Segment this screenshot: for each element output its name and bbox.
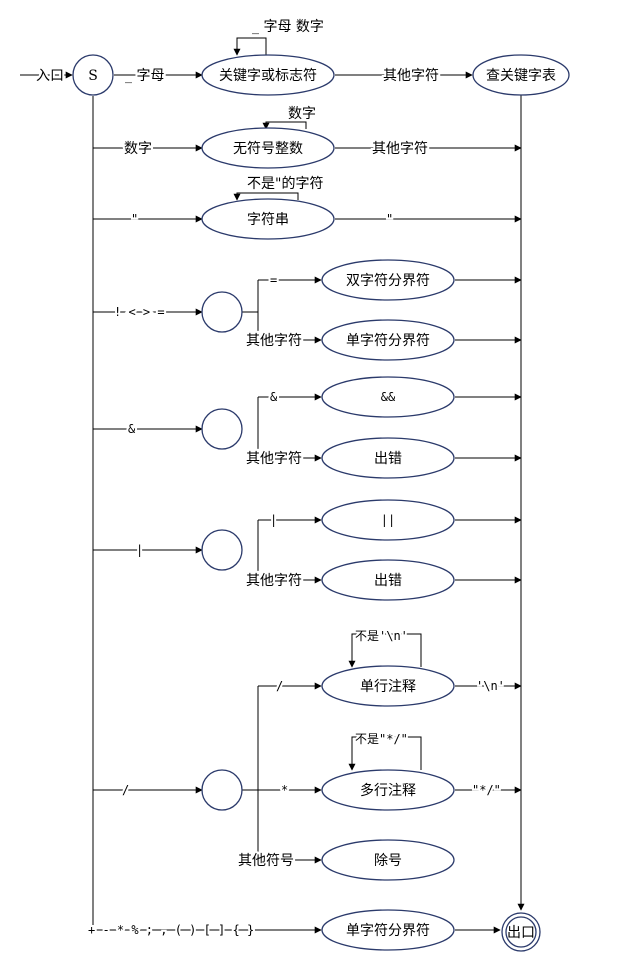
single-delim-a-node bbox=[321, 319, 455, 361]
string-node bbox=[201, 198, 335, 240]
single-delim-b-label: 单字符分界符 bbox=[346, 923, 430, 939]
edge-line-loop: 不是'\n' bbox=[355, 629, 408, 643]
line-comment-node bbox=[321, 665, 455, 707]
edge-line-end: '\n' bbox=[476, 679, 505, 693]
single-delim-a-label: 单字符分界符 bbox=[346, 333, 430, 349]
entry-label: 入口 bbox=[36, 68, 64, 84]
or-or-label: || bbox=[381, 513, 395, 527]
pipe-state-node bbox=[201, 529, 243, 571]
edge-digit-start: 数字 bbox=[124, 141, 152, 157]
edge-star: * bbox=[281, 783, 288, 797]
ident-label: 关键字或标志符 bbox=[219, 68, 317, 84]
edge-other-char-d: 其他字符 bbox=[246, 451, 302, 467]
edge-block-end: "*/" bbox=[472, 783, 501, 797]
edge-letter-start: _ 字母 bbox=[125, 68, 164, 84]
exit-label: 出口 bbox=[507, 925, 535, 941]
edge-slash-start: / bbox=[122, 783, 129, 797]
edge-quote-start: " bbox=[131, 212, 138, 226]
edge-pipe: | bbox=[270, 513, 277, 527]
string-label: 字符串 bbox=[247, 212, 289, 228]
or-or-node bbox=[321, 499, 455, 541]
block-comment-label: 多行注释 bbox=[360, 782, 416, 799]
double-delim-label: 双字符分界符 bbox=[346, 273, 430, 289]
error-b-node bbox=[321, 559, 455, 601]
exit-node-inner bbox=[505, 916, 537, 948]
edge-eq: = bbox=[270, 273, 277, 287]
double-delim-node bbox=[321, 259, 455, 301]
integer-label: 无符号整数 bbox=[233, 141, 303, 157]
slash-state-node bbox=[201, 769, 243, 811]
divide-node bbox=[321, 839, 455, 881]
divide-label: 除号 bbox=[374, 853, 402, 869]
edge-integer-loop: 数字 bbox=[288, 106, 316, 122]
single-delim-b-node bbox=[321, 909, 455, 951]
start-state-node bbox=[72, 54, 114, 96]
edge-other-char-c: 其他字符 bbox=[246, 333, 302, 349]
edge-single-chars: + - * % ; , ( ) [ ] { } bbox=[88, 923, 254, 937]
relop-state-node bbox=[201, 291, 243, 333]
wires bbox=[20, 37, 525, 934]
block-comment-node bbox=[321, 769, 455, 811]
edge-slash: / bbox=[276, 679, 283, 693]
lookup-label: 查关键字表 bbox=[486, 68, 556, 84]
edge-amp: & bbox=[270, 390, 278, 404]
edge-other-char-b: 其他字符 bbox=[372, 141, 428, 157]
edge-other-char-e: 其他字符 bbox=[246, 573, 302, 589]
edge-relop-start: ! < > = bbox=[114, 305, 165, 319]
nodes: S 关键字或标志符 查关键字表 无符号整数 字符串 双字符分界符 单字符分界符 … bbox=[72, 54, 570, 952]
amp-state-node bbox=[201, 408, 243, 450]
and-and-node bbox=[321, 376, 455, 418]
edge-other-char-a: 其他字符 bbox=[383, 68, 439, 84]
integer-node bbox=[201, 127, 335, 169]
ident-node bbox=[201, 54, 335, 96]
error-a-label: 出错 bbox=[374, 451, 402, 467]
edge-labels: 入口 _ 字母 _ 字母 数字 其他字符 数字 数字 其他字符 " 不是"的字符… bbox=[34, 19, 507, 939]
lookup-node bbox=[472, 54, 570, 96]
line-comment-label: 单行注释 bbox=[360, 679, 416, 695]
error-a-node bbox=[321, 437, 455, 479]
and-and-label: && bbox=[381, 390, 396, 404]
edge-amp-start: & bbox=[128, 422, 136, 436]
edge-ident-loop: _ 字母 数字 bbox=[252, 19, 324, 35]
edge-pipe-start: | bbox=[136, 543, 143, 557]
start-state-label: S bbox=[88, 68, 98, 84]
edge-string-loop: 不是"的字符 bbox=[247, 176, 323, 192]
edge-block-loop: 不是"*/" bbox=[355, 732, 408, 746]
error-b-label: 出错 bbox=[374, 573, 402, 589]
edge-other-symbol: 其他符号 bbox=[238, 853, 294, 869]
edge-quote-end: " bbox=[386, 212, 393, 226]
